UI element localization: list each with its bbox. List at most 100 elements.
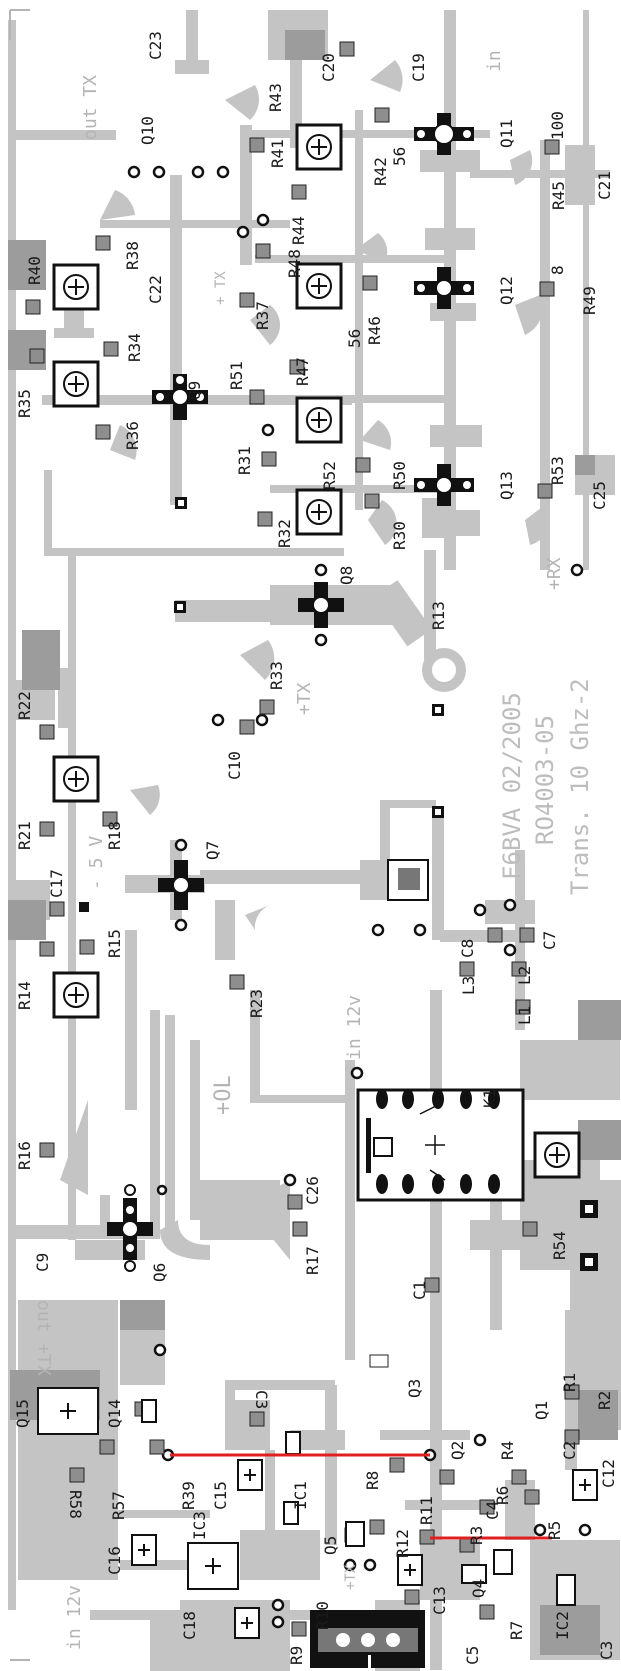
label-r42: R42 <box>371 157 390 186</box>
label-c3: C3 <box>597 1641 616 1660</box>
label-q4: Q4 <box>469 1579 488 1598</box>
component-labels: C23 R43 C20 C19 Q10 R41 R42 56 Q11 100 R… <box>13 31 618 1665</box>
label-c20: C20 <box>319 53 338 82</box>
label-c3top: C3 <box>252 1390 271 1409</box>
label-r43: R43 <box>266 83 285 112</box>
label-q5: Q5 <box>321 1536 340 1555</box>
note-out-tx: out TX <box>80 75 101 140</box>
silkscreen-notes: out TX in + TX +TX +RX - 5 V in 12v +OL … <box>33 50 565 1650</box>
label-r50: R50 <box>390 461 409 490</box>
label-r14: R14 <box>15 981 34 1010</box>
label-r53: R53 <box>548 456 567 485</box>
relay-k1 <box>356 1088 525 1202</box>
label-q13: Q13 <box>497 471 516 500</box>
label-c23: C23 <box>146 31 165 60</box>
label-r1: R1 <box>560 1373 579 1392</box>
note-minus-5v: - 5 V <box>86 836 107 890</box>
label-c9: C9 <box>33 1253 52 1272</box>
label-r30: R30 <box>390 521 409 550</box>
label-r39: R39 <box>179 1481 198 1510</box>
note-plus-ol: +OL <box>211 1075 236 1115</box>
label-r31: R31 <box>235 446 254 475</box>
label-k1: K1 <box>480 1089 499 1108</box>
label-r36: R36 <box>123 421 142 450</box>
label-r34: R34 <box>125 333 144 362</box>
square-pads <box>79 497 598 1271</box>
label-r15: R15 <box>105 929 124 958</box>
label-r58: R58 <box>66 1490 85 1519</box>
title-line-1: F6BVA 02/2005 <box>498 692 526 880</box>
label-r48: R48 <box>285 249 304 278</box>
label-r49: R49 <box>580 286 599 315</box>
label-q7: Q7 <box>203 841 222 860</box>
transistor-footprints <box>107 113 474 1272</box>
label-c16: C16 <box>105 1546 124 1575</box>
label-r6: R6 <box>493 1486 512 1505</box>
ic-footprints <box>37 859 429 1590</box>
label-r41: R41 <box>268 139 287 168</box>
label-r57: R57 <box>109 1491 128 1520</box>
label-c4: C4 <box>483 1501 502 1520</box>
label-r10: R10 <box>313 1601 332 1630</box>
note-plus-rx: +RX <box>544 557 565 590</box>
note-in-12v-mid: in 12v <box>344 995 365 1060</box>
label-r23: R23 <box>247 989 266 1018</box>
label-c25: C25 <box>590 481 609 510</box>
label-r44: R44 <box>289 216 308 245</box>
label-r37: R37 <box>253 301 272 330</box>
label-c26: C26 <box>303 1176 322 1205</box>
label-l3: L3 <box>459 976 478 995</box>
label-r40: R40 <box>25 256 44 285</box>
label-r9: R9 <box>287 1646 306 1665</box>
label-c7: C7 <box>540 931 559 950</box>
label-r17: R17 <box>303 1246 322 1275</box>
label-r5: R5 <box>545 1521 564 1540</box>
label-c15: C15 <box>211 1481 230 1510</box>
label-r21: R21 <box>15 821 34 850</box>
label-c13: C13 <box>430 1586 449 1615</box>
label-r54: R54 <box>550 1231 569 1260</box>
label-c5: C5 <box>463 1646 482 1665</box>
label-c10: C10 <box>225 751 244 780</box>
corner-marks <box>9 9 30 1661</box>
label-ic1: IC1 <box>291 1481 310 1510</box>
note-plus-tx-bottom: +TX <box>343 1564 359 1590</box>
label-c8: C8 <box>458 939 477 958</box>
label-c19: C19 <box>409 53 428 82</box>
label-r8: R8 <box>363 1471 382 1490</box>
label-r45: R45 <box>549 181 568 210</box>
jumper-wires <box>170 1453 552 1540</box>
title-block: F6BVA 02/2005 RO4003-05 Trans. 10 Ghz-2 <box>498 678 594 895</box>
label-q2: Q2 <box>448 1441 467 1460</box>
capacitor-blocks <box>131 1399 598 1639</box>
label-q14: Q14 <box>105 1399 124 1428</box>
label-q3: Q3 <box>405 1379 424 1398</box>
label-100: 100 <box>548 111 567 140</box>
label-r46: R46 <box>365 316 384 345</box>
note-in-12v-bottom: in 12v <box>64 1585 85 1650</box>
label-r4: R4 <box>498 1441 517 1460</box>
label-r11: R11 <box>417 1496 436 1525</box>
label-r12: R12 <box>393 1529 412 1558</box>
label-q8: Q8 <box>337 566 356 585</box>
label-r7: R7 <box>507 1621 526 1640</box>
trimmer-pots <box>52 123 581 1179</box>
label-c2: C2 <box>560 1441 579 1460</box>
label-r22: R22 <box>15 691 34 720</box>
note-in-top: in <box>484 50 505 72</box>
label-56a: 56 <box>390 147 409 166</box>
label-r18: R18 <box>105 821 124 850</box>
label-c21: C21 <box>595 171 614 200</box>
radial-stubs <box>60 60 550 1260</box>
label-r13: R13 <box>429 601 448 630</box>
label-8: 8 <box>548 265 567 275</box>
smd-parts <box>25 41 580 1637</box>
title-line-3: Trans. 10 Ghz-2 <box>566 678 594 895</box>
label-r16: R16 <box>15 1141 34 1170</box>
label-r35: R35 <box>15 389 34 418</box>
label-r51: R51 <box>227 361 246 390</box>
label-c1: C1 <box>410 1281 429 1300</box>
label-r47: R47 <box>293 357 312 386</box>
